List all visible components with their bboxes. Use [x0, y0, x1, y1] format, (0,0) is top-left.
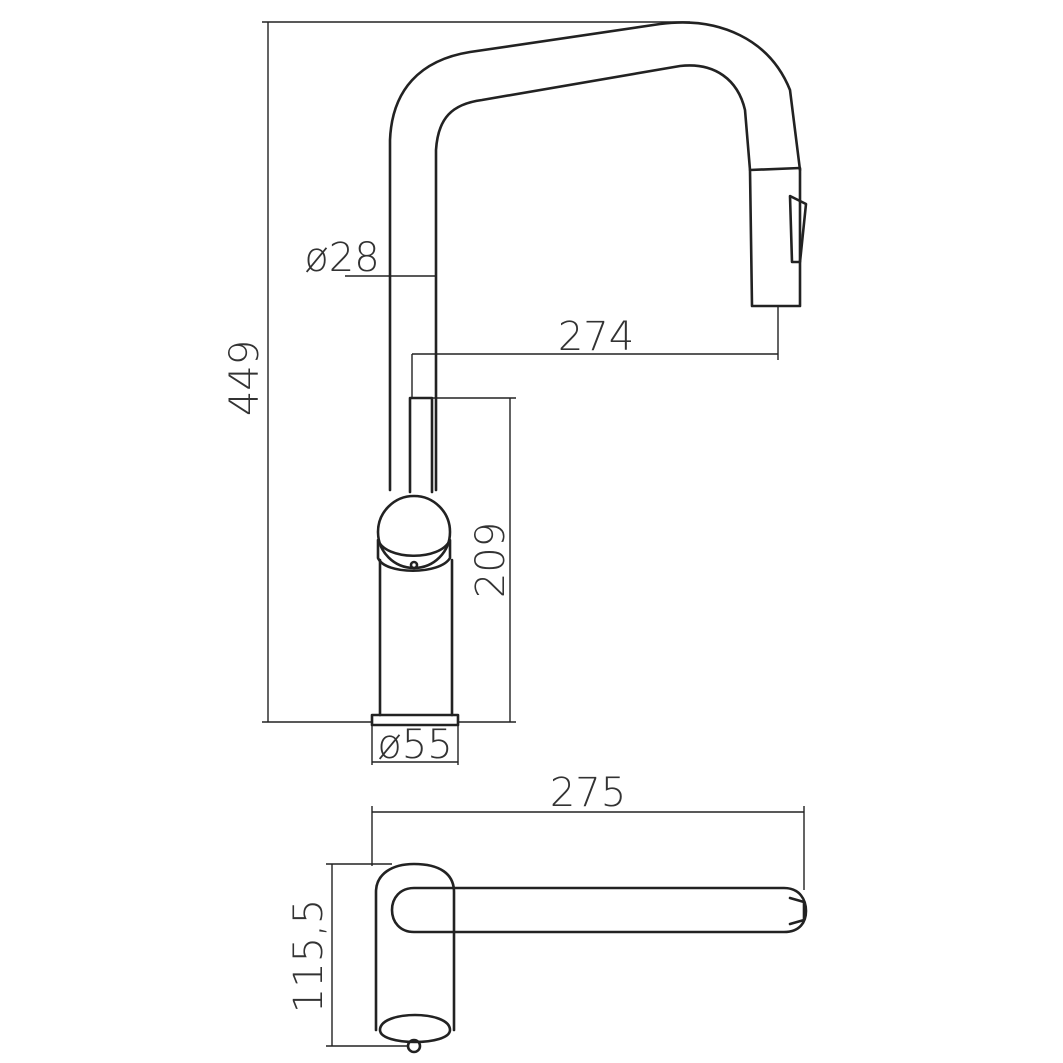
dim-body-height-label: 209: [468, 522, 514, 598]
handle-knob: [376, 494, 452, 570]
top-body-outline: [374, 862, 456, 1032]
dim-pipe-diameter-label: ø28: [304, 235, 379, 281]
faucet-body: [378, 558, 454, 717]
dim-reach-top: 275: [371, 770, 805, 890]
dim-total-height: 449: [222, 21, 690, 723]
spray-head: [748, 166, 802, 308]
top-view: 275 115,5: [286, 770, 808, 1054]
dim-reach-top-label: 275: [550, 770, 626, 816]
dim-pipe-diameter: ø28: [304, 235, 436, 281]
faucet-base: [370, 713, 460, 727]
top-body-front: [378, 1013, 452, 1044]
side-view: 449 ø28 274 209 ø55: [222, 21, 808, 768]
dim-base-diameter: ø55: [371, 722, 459, 768]
spray-head-tip: [788, 194, 808, 264]
top-spout: [390, 886, 808, 934]
spout-inner-line: [434, 64, 752, 492]
handle-indicator: [409, 560, 419, 570]
dim-body-height: 209: [432, 397, 516, 723]
handle-knob-band: [376, 538, 452, 573]
dim-total-height-label: 449: [222, 340, 268, 416]
top-spout-tip: [788, 896, 806, 926]
dim-reach-side-label: 274: [558, 314, 634, 360]
dim-depth-top-label: 115,5: [286, 899, 332, 1014]
spout-outer-line: [388, 21, 802, 492]
dim-base-diameter-label: ø55: [377, 722, 452, 768]
dim-depth-top: 115,5: [286, 863, 408, 1047]
handle-lever: [408, 396, 434, 494]
dim-reach-side: 274: [411, 306, 779, 398]
